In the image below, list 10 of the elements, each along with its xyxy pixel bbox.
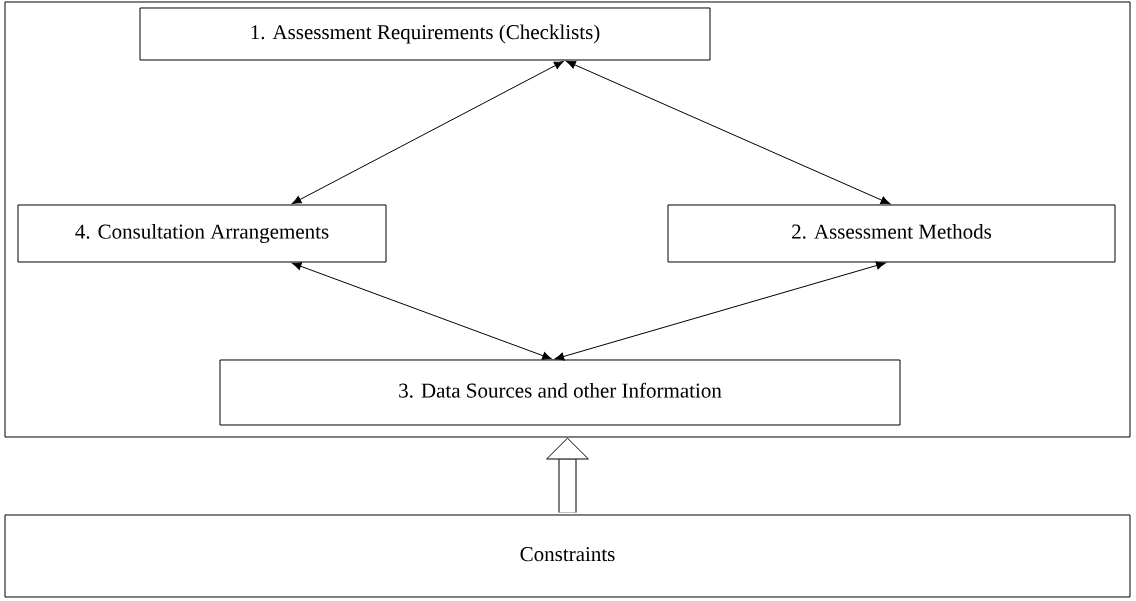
arrow	[566, 60, 891, 205]
arrow	[291, 60, 564, 205]
process-box: 3. Data Sources and other Information	[219, 359, 901, 426]
arrow	[554, 261, 886, 361]
process-box: Constraints	[4, 514, 1131, 598]
process-box: 4. Consultation Arrangements	[17, 204, 387, 263]
arrow	[291, 262, 552, 360]
block-arrow	[546, 437, 589, 513]
process-box: 1. Assessment Requirements (Checklists)	[139, 7, 711, 61]
process-box: 2. Assessment Methods	[667, 204, 1116, 263]
